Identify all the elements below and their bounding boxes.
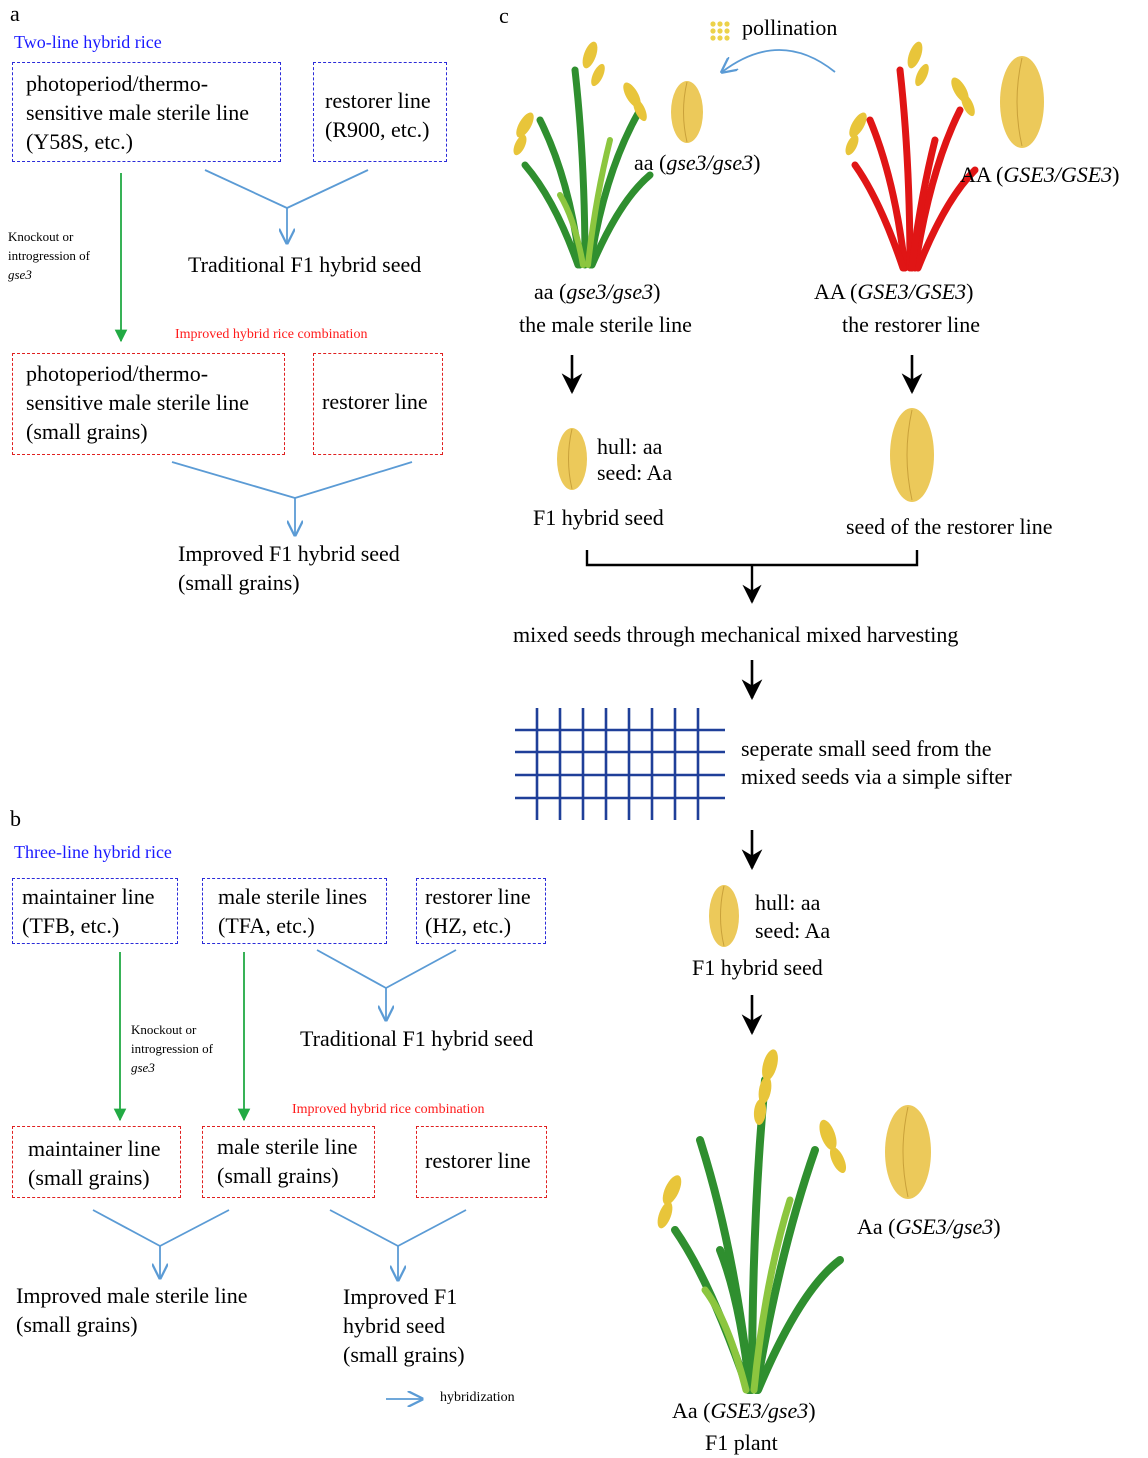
sterile-box: [202, 878, 387, 944]
sifter-text-1: seperate small seed from the: [741, 736, 992, 761]
improved-restorer-box-a: [313, 353, 443, 455]
hybridization-arrow-a1: [204, 169, 369, 243]
ptgms-text-2: sensitive male sterile line: [26, 100, 249, 125]
restorer-box-a: [313, 62, 447, 162]
sterile-line-genotype: aa (gse3/gse3): [534, 279, 661, 304]
restorer-text-b2: (HZ, etc.): [425, 913, 512, 938]
restorer-text-a2: (R900, etc.): [325, 117, 430, 142]
improved-ptgms-text-2: sensitive male sterile line: [26, 390, 249, 415]
knockout-a-3: gse3: [8, 267, 32, 282]
ptgms-box: [12, 62, 281, 162]
pollination-arrow: [722, 49, 836, 72]
restorer-text-b1: restorer line: [425, 884, 531, 909]
restorer-line-name: the restorer line: [842, 312, 981, 337]
f1-plant-genotype: Aa (GSE3/gse3): [672, 1398, 816, 1423]
pollen-icon: [710, 21, 730, 41]
imp-maintainer-box: [12, 1126, 181, 1198]
improved-combo-a: Improved hybrid rice combination: [175, 327, 368, 342]
traditional-seed-a: Traditional F1 hybrid seed: [188, 252, 422, 277]
restorer-text-a1: restorer line: [325, 88, 431, 113]
merge-bracket: [585, 550, 919, 604]
knockout-b-2: introgression of: [131, 1041, 213, 1056]
male-sterile-plant-icon: [513, 41, 654, 269]
f1-plant-seed-genotype: Aa (GSE3/gse3): [857, 1214, 1001, 1239]
ptgms-text-3: (Y58S, etc.): [26, 129, 133, 154]
seed-genotype-2: seed: Aa: [755, 918, 831, 943]
result-b2-1: Improved F1: [343, 1284, 458, 1309]
maintainer-box: [12, 878, 178, 944]
hybridization-arrow-b3: [329, 1209, 467, 1280]
large-seed-genotype: AA (GSE3/GSE3): [960, 162, 1120, 187]
restorer-line-genotype: AA (GSE3/GSE3): [814, 279, 974, 304]
maintainer-text-2: (TFB, etc.): [22, 913, 120, 938]
imp-maintainer-text-2: (small grains): [28, 1165, 150, 1190]
legend-hybridization: hybridization: [440, 1390, 515, 1405]
knockout-a-1: Knockout or: [8, 229, 74, 244]
imp-restorer-box-b: [416, 1126, 547, 1198]
result-b2-2: hybrid seed: [343, 1313, 446, 1338]
knockout-a-2: introgression of: [8, 248, 90, 263]
sifter-text-2: mixed seeds via a simple sifter: [741, 764, 1012, 789]
small-seed-icon: [671, 81, 703, 143]
f1-hybrid-seed-label-2: F1 hybrid seed: [692, 955, 823, 980]
hybridization-arrow-b2: [92, 1209, 230, 1278]
result-a-1: Improved F1 hybrid seed: [178, 541, 400, 566]
seed-genotype-1: seed: Aa: [597, 460, 673, 485]
hybridization-arrow-a2: [171, 461, 413, 535]
restorer-seed-label: seed of the restorer line: [846, 514, 1053, 539]
restorer-box-b: [416, 878, 546, 944]
f1-hybrid-seed-label: F1 hybrid seed: [533, 505, 664, 530]
imp-sterile-box: [202, 1126, 375, 1198]
sifter-icon: [515, 708, 725, 820]
f1-plant-seed-icon: [885, 1105, 931, 1199]
traditional-seed-b: Traditional F1 hybrid seed: [300, 1026, 534, 1051]
knockout-b-1: Knockout or: [131, 1022, 197, 1037]
mixed-seeds-label: mixed seeds through mechanical mixed har…: [513, 622, 959, 647]
imp-sterile-text-1: male sterile line: [217, 1134, 358, 1159]
panel-a-title: Two-line hybrid rice: [14, 32, 162, 52]
f1-plant-label: F1 plant: [705, 1430, 778, 1455]
f1-plant-icon: [657, 1049, 847, 1394]
knockout-b-3: gse3: [131, 1060, 155, 1075]
panel-a-label: a: [10, 1, 20, 26]
sterile-text-2: (TFA, etc.): [218, 913, 315, 938]
imp-sterile-text-2: (small grains): [217, 1163, 339, 1188]
f1-seed-icon-2: [709, 885, 739, 947]
pollination-label: pollination: [742, 15, 838, 40]
hull-genotype-2: hull: aa: [755, 890, 821, 915]
panel-b-label: b: [10, 806, 21, 831]
improved-ptgms-text-3: (small grains): [26, 419, 148, 444]
restorer-plant-icon: [845, 41, 979, 272]
ptgms-text-1: photoperiod/thermo-: [26, 71, 209, 96]
improved-restorer-text-a: restorer line: [322, 389, 428, 414]
hull-genotype-1: hull: aa: [597, 434, 663, 459]
sterile-text-1: male sterile lines: [218, 884, 368, 909]
restorer-seed-icon: [890, 408, 934, 502]
hybridization-arrow-b1: [316, 949, 457, 1020]
improved-ptgms-text-1: photoperiod/thermo-: [26, 361, 209, 386]
improved-combo-b: Improved hybrid rice combination: [292, 1102, 485, 1117]
result-b2-3: (small grains): [343, 1342, 465, 1367]
small-seed-genotype: aa (gse3/gse3): [634, 150, 761, 175]
f1-seed-icon: [557, 428, 587, 490]
result-a-2: (small grains): [178, 570, 300, 595]
maintainer-text-1: maintainer line: [22, 884, 155, 909]
panel-c-label: c: [499, 3, 509, 28]
imp-restorer-text-b: restorer line: [425, 1148, 531, 1173]
large-seed-icon: [1000, 56, 1044, 148]
panel-b-title: Three-line hybrid rice: [14, 842, 172, 862]
improved-ptgms-box: [12, 353, 285, 455]
imp-maintainer-text-1: maintainer line: [28, 1136, 161, 1161]
result-b1-1: Improved male sterile line: [16, 1283, 248, 1308]
sterile-line-name: the male sterile line: [519, 312, 692, 337]
result-b1-2: (small grains): [16, 1312, 138, 1337]
